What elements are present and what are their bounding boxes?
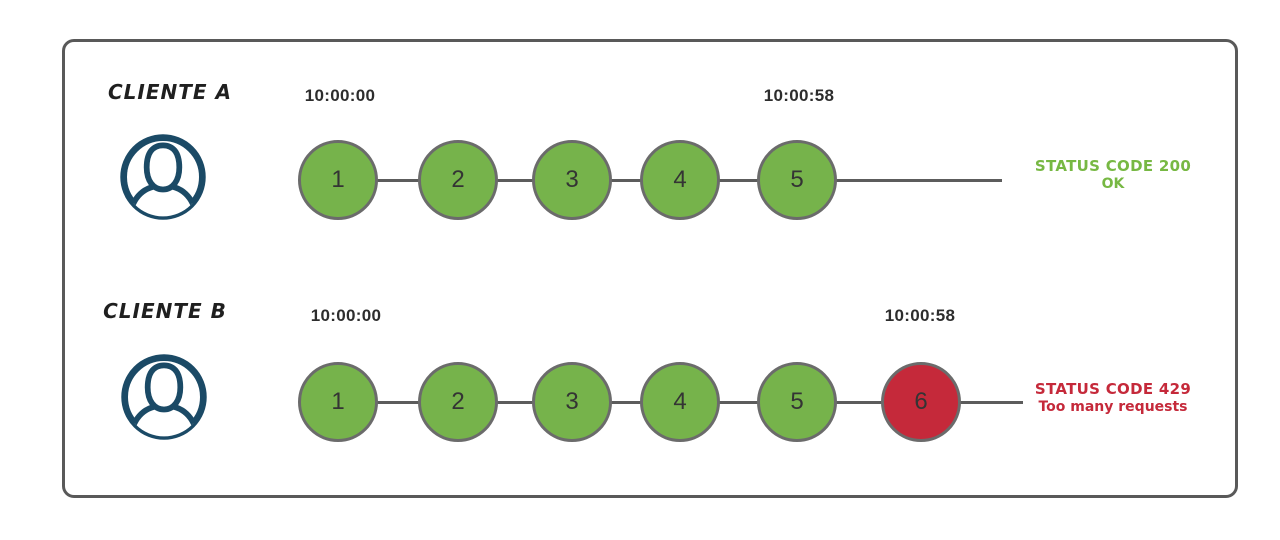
client-b-label: CLIENTE B xyxy=(103,299,227,323)
request-circle: 2 xyxy=(418,140,498,220)
request-circle: 5 xyxy=(757,362,837,442)
client-a-end-time-label: 10:00:58 xyxy=(763,86,835,105)
client-b-status-text: STATUS CODE 429 Too many requests xyxy=(1018,380,1208,416)
client-a-label: CLIENTE A xyxy=(107,80,233,104)
request-circle: 4 xyxy=(640,140,720,220)
status-message-line: Too many requests xyxy=(1038,398,1188,415)
request-circle: 3 xyxy=(532,140,612,220)
client-a-user-icon xyxy=(120,134,206,220)
client-b-user-icon xyxy=(121,354,207,440)
request-circle: 1 xyxy=(298,362,378,442)
client-b-end-time-label: 10:00:58 xyxy=(884,306,956,325)
client-a-start-time-label: 10:00:00 xyxy=(304,86,376,105)
request-circle: 1 xyxy=(298,140,378,220)
request-circle: 4 xyxy=(640,362,720,442)
client-a-status-text: STATUS CODE 200 OK xyxy=(1018,157,1208,193)
request-circle: 3 xyxy=(532,362,612,442)
request-circle-blocked: 6 xyxy=(881,362,961,442)
request-circle: 2 xyxy=(418,362,498,442)
request-circle: 5 xyxy=(757,140,837,220)
status-code-line: STATUS CODE 429 xyxy=(1034,380,1192,398)
status-message-line: OK xyxy=(1101,175,1125,192)
client-b-start-time-label: 10:00:00 xyxy=(310,306,382,325)
status-code-line: STATUS CODE 200 xyxy=(1034,157,1192,175)
